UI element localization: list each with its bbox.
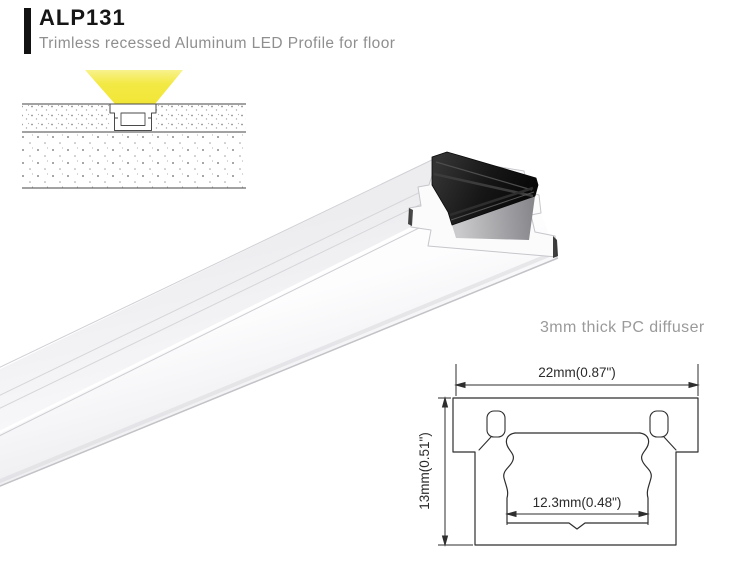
dim-outer-width-label: 22mm(0.87") <box>538 365 616 380</box>
installation-diagram <box>22 70 246 189</box>
section-right-wall <box>639 432 652 524</box>
section-left-wall <box>503 432 516 524</box>
dim-overall-height <box>438 396 473 547</box>
recessed-profile-section <box>109 103 157 131</box>
dim-inner-width-label: 12.3mm(0.48") <box>533 495 622 510</box>
accent-bar <box>24 8 31 54</box>
dim-overall-height-label: 13mm(0.51") <box>417 432 432 510</box>
floor-top-layer-right <box>155 104 246 132</box>
section-keyhole-grooves <box>478 410 677 451</box>
product-code-title: ALP131 <box>39 5 126 30</box>
light-beam <box>85 70 183 104</box>
profile-bottom-edge <box>0 257 559 487</box>
black-insert <box>431 151 539 226</box>
diffuser-note: 3mm thick PC diffuser <box>540 319 705 336</box>
diffuser-seam-lines <box>0 184 439 409</box>
product-description: Trimless recessed Aluminum LED Profile f… <box>39 35 396 52</box>
section-outer-contour <box>452 397 699 546</box>
dim-inner-width <box>505 508 650 525</box>
dim-outer-width <box>454 364 700 396</box>
right-tab-accent <box>553 236 558 258</box>
floor-section-lines <box>22 103 246 189</box>
profile-3d-render <box>0 151 559 487</box>
technical-drawing: 22mm(0.87") 13mm(0.51") 12.3mm(0.48") <box>417 364 700 547</box>
section-inner-bottom <box>506 522 649 530</box>
profile-top-edge <box>0 156 439 368</box>
floor-base-layer <box>22 132 246 188</box>
profile-top-face <box>0 157 525 433</box>
floor-top-layer-left <box>22 104 110 132</box>
left-tab-accent <box>408 208 413 226</box>
channel-interior <box>452 196 535 240</box>
profile-bottom-soft-shadow <box>0 251 555 484</box>
profile-side-face <box>0 172 558 487</box>
